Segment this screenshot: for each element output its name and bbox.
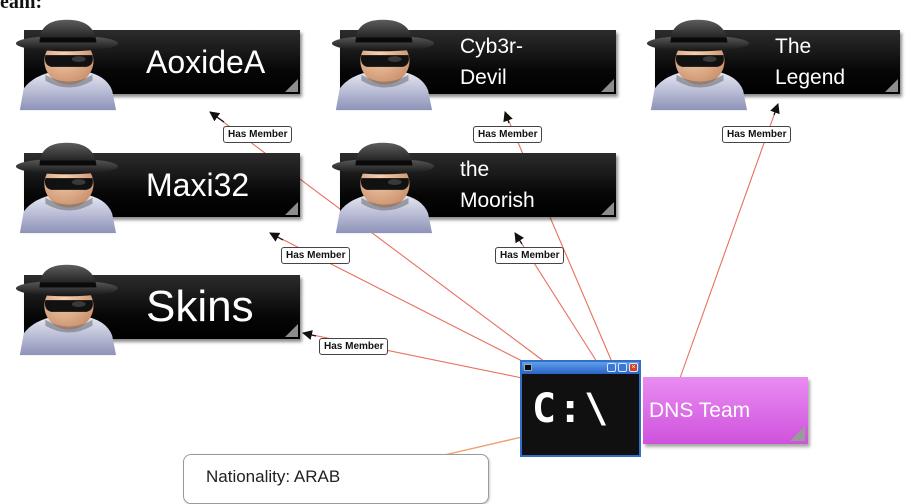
member-node-the-legend[interactable]: The Legend [646,19,900,111]
resize-corner [285,324,298,337]
arrow-the-legend [770,103,780,116]
resize-corner [285,202,298,215]
arrow-skins [302,330,317,340]
window-titlebar: × [522,362,639,374]
member-label-the-moorish: the Moorish [460,158,535,212]
member-node-cyb3r-devil[interactable]: Cyb3r- Devil [331,19,616,111]
member-node-the-moorish[interactable]: the Moorish [331,142,616,234]
member-node-maxi32[interactable]: Maxi32 [15,142,300,234]
edge-label-cyb3r-devil[interactable]: Has Member [473,126,543,143]
edge-line-cyb3r-devil [504,111,613,363]
attribute-box[interactable]: Nationality: ARAB [183,454,489,504]
edges-layer [209,103,780,457]
hacker-icon [15,19,119,111]
command-prompt-icon: × C:\ [520,360,641,457]
edge-line-the-legend [679,103,779,379]
resize-corner [285,79,298,92]
page-title-fragment: eam: [0,0,43,13]
edge-label-skins[interactable]: Has Member [319,338,389,355]
edge-label-maxi32[interactable]: Has Member [281,247,351,264]
hacker-icon [331,19,435,111]
hacker-icon [646,19,750,111]
resize-corner [790,426,805,441]
arrow-aoxidea [209,111,225,123]
member-label-skins: Skins [146,282,254,331]
hacker-icon [15,264,119,356]
minimize-icon [607,363,616,372]
edge-label-aoxidea[interactable]: Has Member [223,126,293,143]
member-label-the-legend: The Legend [775,35,846,89]
resize-corner [885,79,898,92]
arrow-the-moorish [514,232,525,245]
member-node-aoxidea[interactable]: AoxideA [15,19,300,111]
edge-label-the-moorish[interactable]: Has Member [495,247,565,264]
hacker-icon [15,142,119,234]
maximize-icon [618,363,627,372]
member-label-aoxidea: AoxideA [146,43,266,80]
edge-line-attribute [439,436,523,457]
member-node-skins[interactable]: Skins [15,264,300,356]
hacker-icon [331,142,435,234]
edge-arrows [209,103,780,340]
member-label-cyb3r-devil: Cyb3r- Devil [460,35,524,89]
member-label-maxi32: Maxi32 [146,166,250,203]
close-icon: × [629,363,638,372]
arrow-cyb3r-devil [503,111,513,124]
team-node[interactable]: DNS Team [643,377,808,444]
resize-corner [601,202,614,215]
edge-label-the-legend[interactable]: Has Member [722,126,792,143]
resize-corner [601,79,614,92]
console-app-icon [524,364,532,371]
team-label: DNS Team [649,398,751,422]
attribute-nationality: Nationality: ARAB [206,467,341,486]
command-prompt-text: C:\ [532,386,611,432]
arrow-maxi32 [269,232,284,242]
